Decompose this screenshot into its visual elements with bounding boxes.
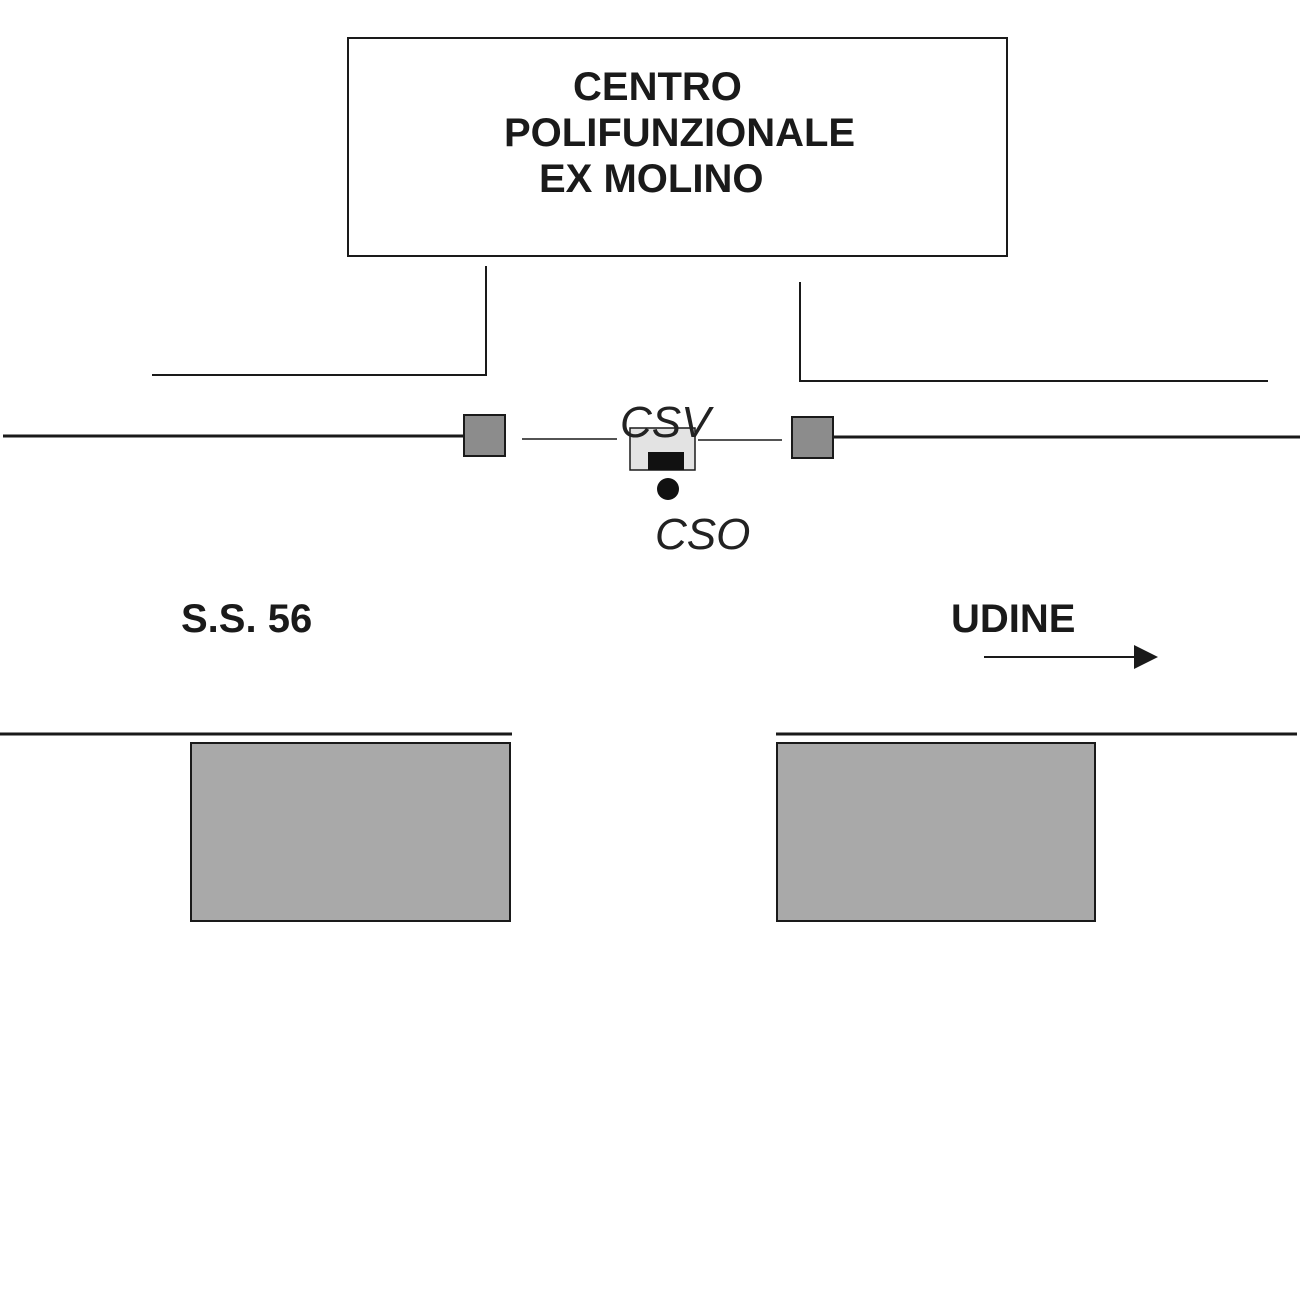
left-boundary-line	[152, 266, 487, 376]
building-block-left	[190, 742, 511, 922]
csv-station-block	[648, 452, 684, 470]
gate-post-right	[791, 416, 834, 459]
building-title-line1: CENTRO	[573, 65, 742, 109]
csv-label: CSV	[620, 398, 711, 447]
building-box	[347, 37, 1008, 257]
building-block-right	[776, 742, 1096, 922]
gate-post-left	[463, 414, 506, 457]
right-boundary-line	[799, 282, 1268, 382]
cso-point	[657, 478, 679, 500]
building-title-line2: POLIFUNZIONALE	[504, 111, 856, 155]
direction-label: UDINE	[951, 597, 1076, 641]
building-title-line3: EX MOLINO	[539, 157, 764, 201]
road-label: S.S. 56	[181, 597, 313, 641]
cso-label: CSO	[655, 510, 751, 559]
direction-arrow-head	[1134, 645, 1158, 669]
